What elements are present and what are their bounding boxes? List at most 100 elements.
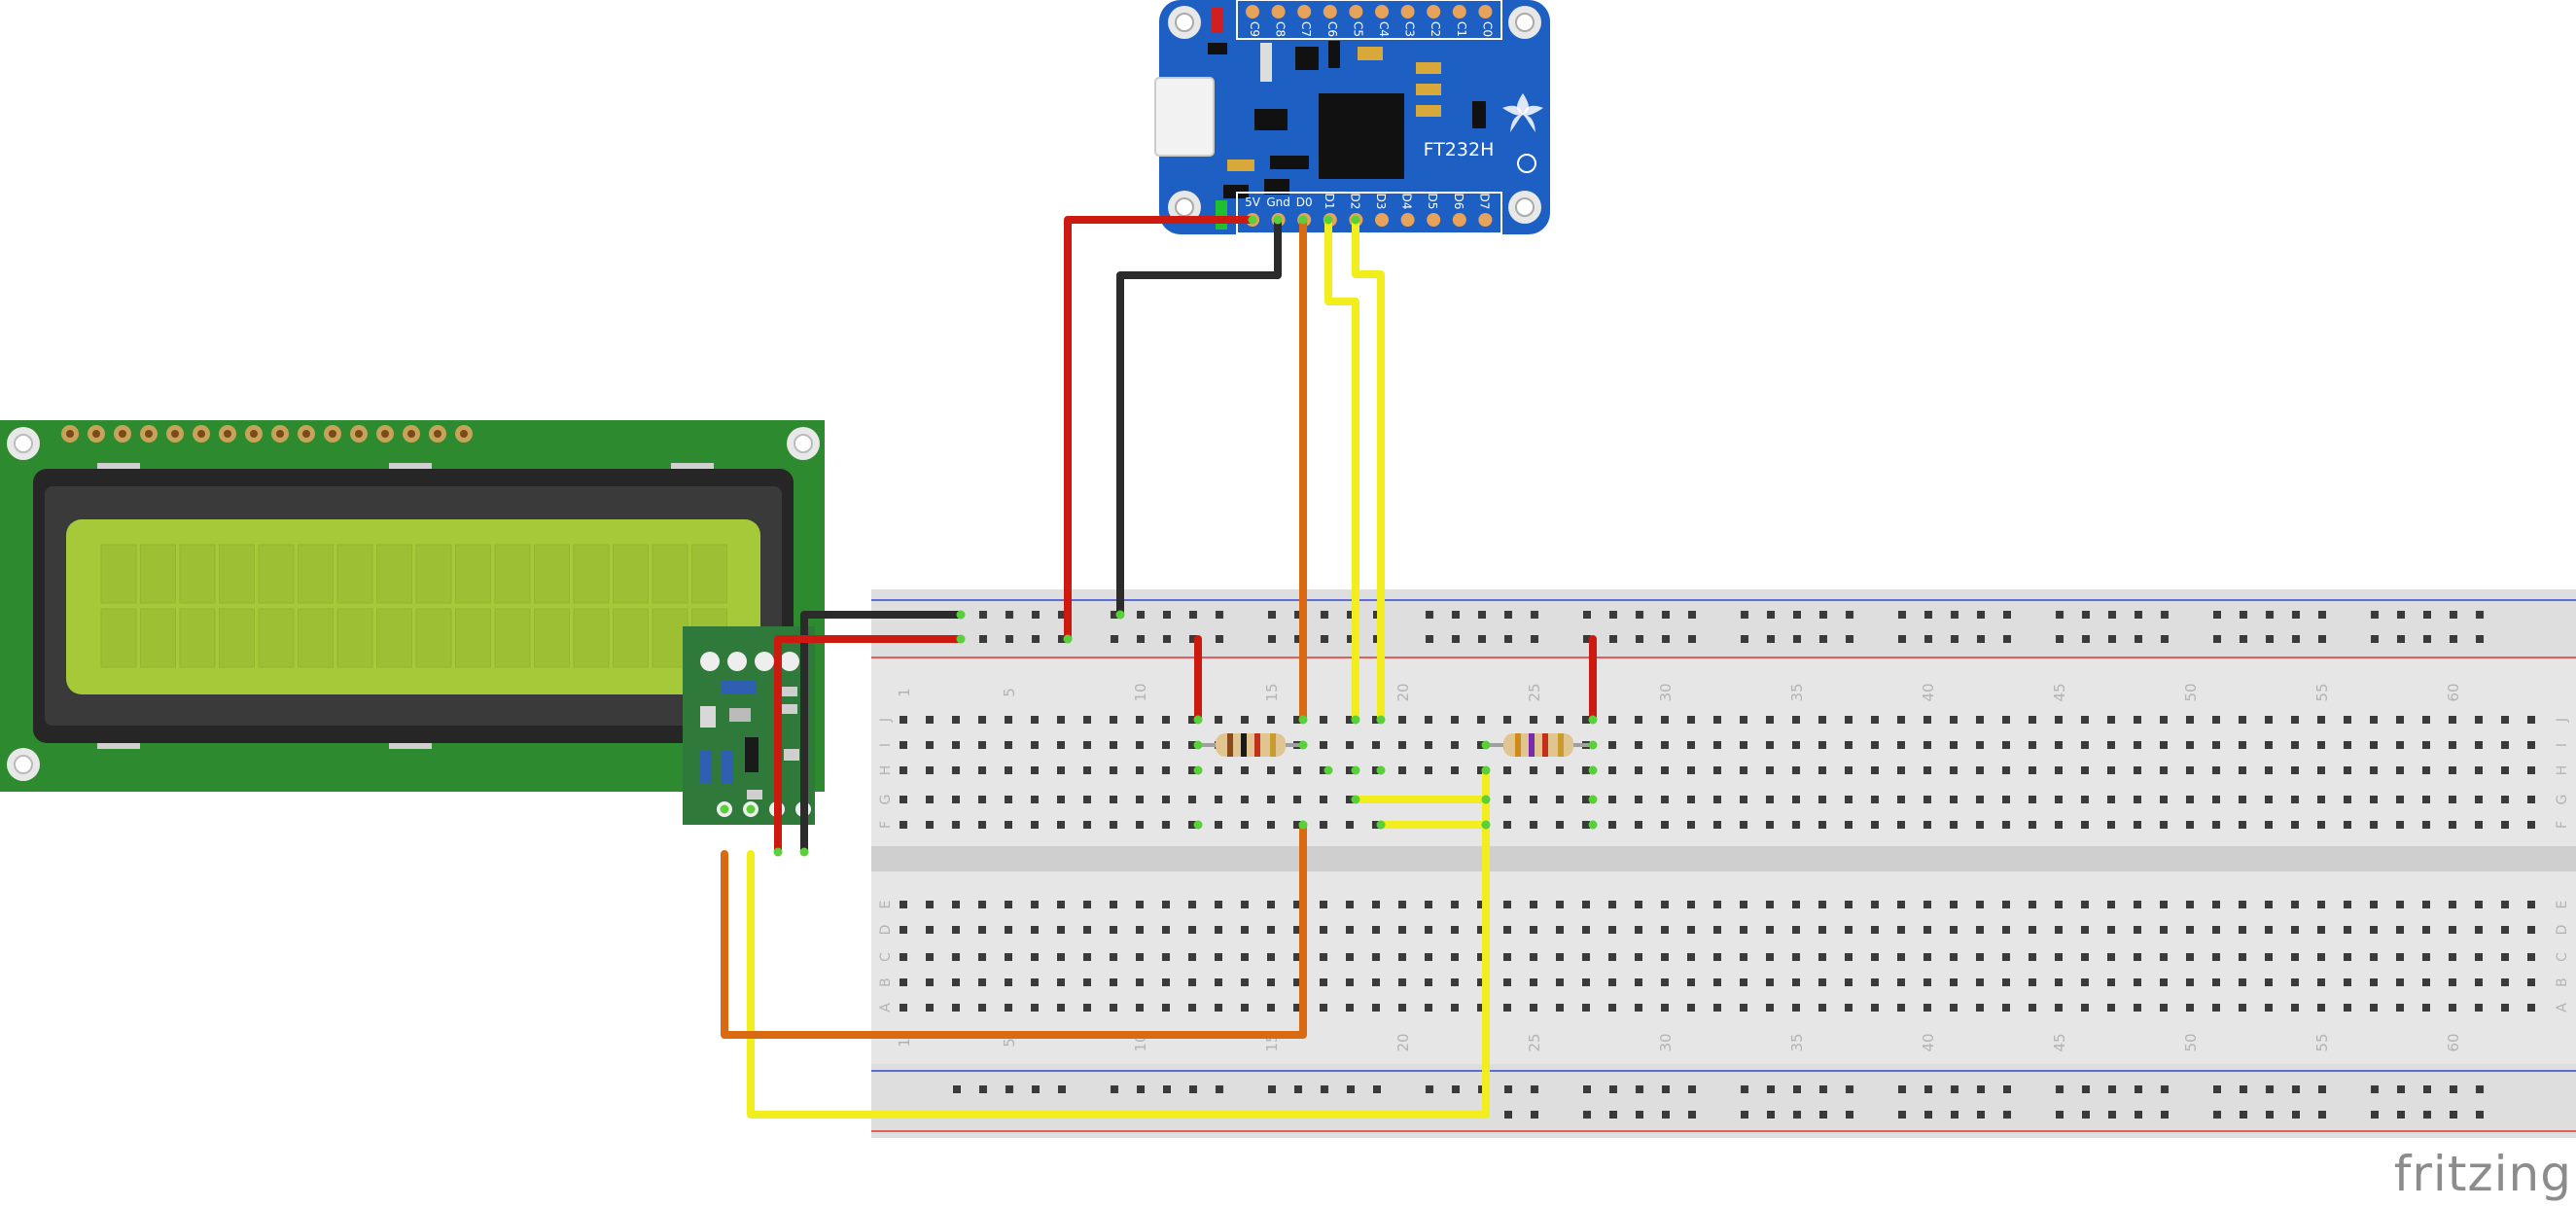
row-letter: I	[2555, 743, 2570, 747]
breadboard-hole	[2422, 716, 2430, 724]
breadboard-hole	[1792, 716, 1800, 724]
ft232-bottom-pin	[1400, 213, 1415, 227]
wire-black-lcd-gnd[interactable]	[800, 611, 965, 856]
breadboard-hole	[1477, 1004, 1485, 1012]
rail-hole	[979, 611, 987, 619]
breadboard-hole	[1346, 926, 1354, 934]
breadboard-hole	[1661, 766, 1669, 774]
rail-hole	[1924, 1085, 1932, 1093]
breadboard-hole	[1162, 766, 1170, 774]
breadboard-hole	[1687, 978, 1695, 986]
breadboard-hole	[1582, 766, 1590, 774]
row-letter: A	[2555, 1003, 2570, 1013]
breadboard-hole	[1818, 926, 1826, 934]
breadboard-hole	[1425, 978, 1432, 986]
rail-hole	[1583, 635, 1591, 643]
rail-hole	[1478, 611, 1486, 619]
breadboard-hole	[2265, 821, 2273, 829]
lcd-clip	[97, 463, 140, 469]
lcd-pin-hole	[171, 430, 179, 438]
breadboard-hole	[1346, 716, 1354, 724]
wire-orange-scl[interactable]	[721, 821, 1307, 1039]
breadboard-hole	[1530, 1004, 1537, 1012]
ft232-bottom-pin-label: D6	[1452, 194, 1465, 210]
breadboard-hole	[2501, 901, 2509, 908]
ft232-top-pin-label: C0	[1480, 21, 1494, 37]
breadboard-hole	[1687, 1004, 1695, 1012]
rail-hole	[1819, 1111, 1827, 1119]
lcd-clip	[671, 463, 714, 469]
rail-hole	[1951, 1085, 1958, 1093]
breadboard-hole	[1845, 821, 1853, 829]
breadboard-hole	[2317, 796, 2325, 803]
breadboard-hole	[1162, 901, 1170, 908]
wire-end-marker	[1588, 795, 1598, 804]
breadboard-hole	[2239, 926, 2246, 934]
rail-hole	[1793, 635, 1801, 643]
wire-end-marker	[1323, 765, 1333, 775]
wire-end-marker	[1193, 740, 1203, 750]
breadboard-hole	[2370, 716, 2378, 724]
breadboard-hole	[1556, 766, 1564, 774]
resistor-r2[interactable]	[1486, 733, 1593, 757]
breadboard-hole	[2370, 741, 2378, 749]
breadboard-hole	[1136, 766, 1144, 774]
lcd-cell	[336, 544, 373, 604]
breadboard-hole	[1766, 978, 1774, 986]
rail-hole	[1951, 635, 1958, 643]
rail-hole	[1898, 1085, 1906, 1093]
breadboard-hole	[2396, 796, 2404, 803]
wire-yellow-d2[interactable]	[1352, 216, 1385, 724]
breadboard-hole	[1031, 796, 1039, 803]
breadboard-hole	[2055, 766, 2063, 774]
breadboard-hole	[1818, 953, 1826, 961]
ft232-top-pin	[1323, 5, 1337, 18]
breadboard-hole	[1477, 741, 1485, 749]
breadboard-hole	[1661, 1004, 1669, 1012]
breadboard-hole	[2002, 766, 2010, 774]
ft232-top-pin	[1246, 5, 1259, 18]
ft232-bottom-pin-label: 5V	[1245, 195, 1261, 209]
rail-hole	[2423, 1085, 2431, 1093]
rail-hole	[1583, 1111, 1591, 1119]
breadboard-hole	[1057, 978, 1065, 986]
breadboard-hole	[1818, 716, 1826, 724]
breadboard-hole	[2265, 766, 2273, 774]
column-number: 50	[2182, 1033, 2200, 1051]
lcd-clip	[97, 743, 140, 749]
wire-red-lcd-vcc[interactable]	[774, 635, 965, 856]
resistor-r1[interactable]	[1198, 733, 1303, 757]
breadboard-hole	[1320, 766, 1327, 774]
wire-yellow-d1[interactable]	[1324, 216, 1359, 724]
rail-hole	[2476, 1111, 2484, 1119]
row-letter: G	[2555, 795, 2570, 805]
breadboard-hole	[1005, 796, 1012, 803]
breadboard-hole	[2527, 978, 2535, 986]
breadboard-hole	[1582, 1004, 1590, 1012]
breadboard-hole	[952, 926, 960, 934]
breadboard-hole	[2317, 716, 2325, 724]
breadboard-hole	[2344, 1004, 2351, 1012]
wire-black-gnd[interactable]	[1116, 218, 1282, 619]
breadboard-hole	[1398, 1004, 1406, 1012]
breadboard-hole	[952, 953, 960, 961]
rail-hole	[1531, 635, 1538, 643]
breadboard-hole	[2239, 741, 2246, 749]
breadboard-hole	[1923, 978, 1931, 986]
breadboard-hole	[1976, 926, 1984, 934]
breadboard-hole	[1661, 901, 1669, 908]
wire-red-5v[interactable]	[1064, 216, 1256, 643]
rail-hole	[2318, 1085, 2326, 1093]
breadboard-hole	[1687, 901, 1695, 908]
breadboard-hole	[1897, 796, 1905, 803]
breadboard-hole	[1451, 741, 1459, 749]
rail-hole	[1793, 1085, 1801, 1093]
breadboard-hole	[1556, 978, 1564, 986]
breadboard-hole	[1188, 766, 1196, 774]
rail-hole	[2318, 1111, 2326, 1119]
ft232-bottom-pin-label: D2	[1348, 194, 1361, 210]
breadboard-hole	[1687, 796, 1695, 803]
wire-yellow-sda[interactable]	[747, 766, 1490, 1119]
ft232-led-red	[1212, 8, 1223, 33]
rail-hole	[2082, 611, 2090, 619]
